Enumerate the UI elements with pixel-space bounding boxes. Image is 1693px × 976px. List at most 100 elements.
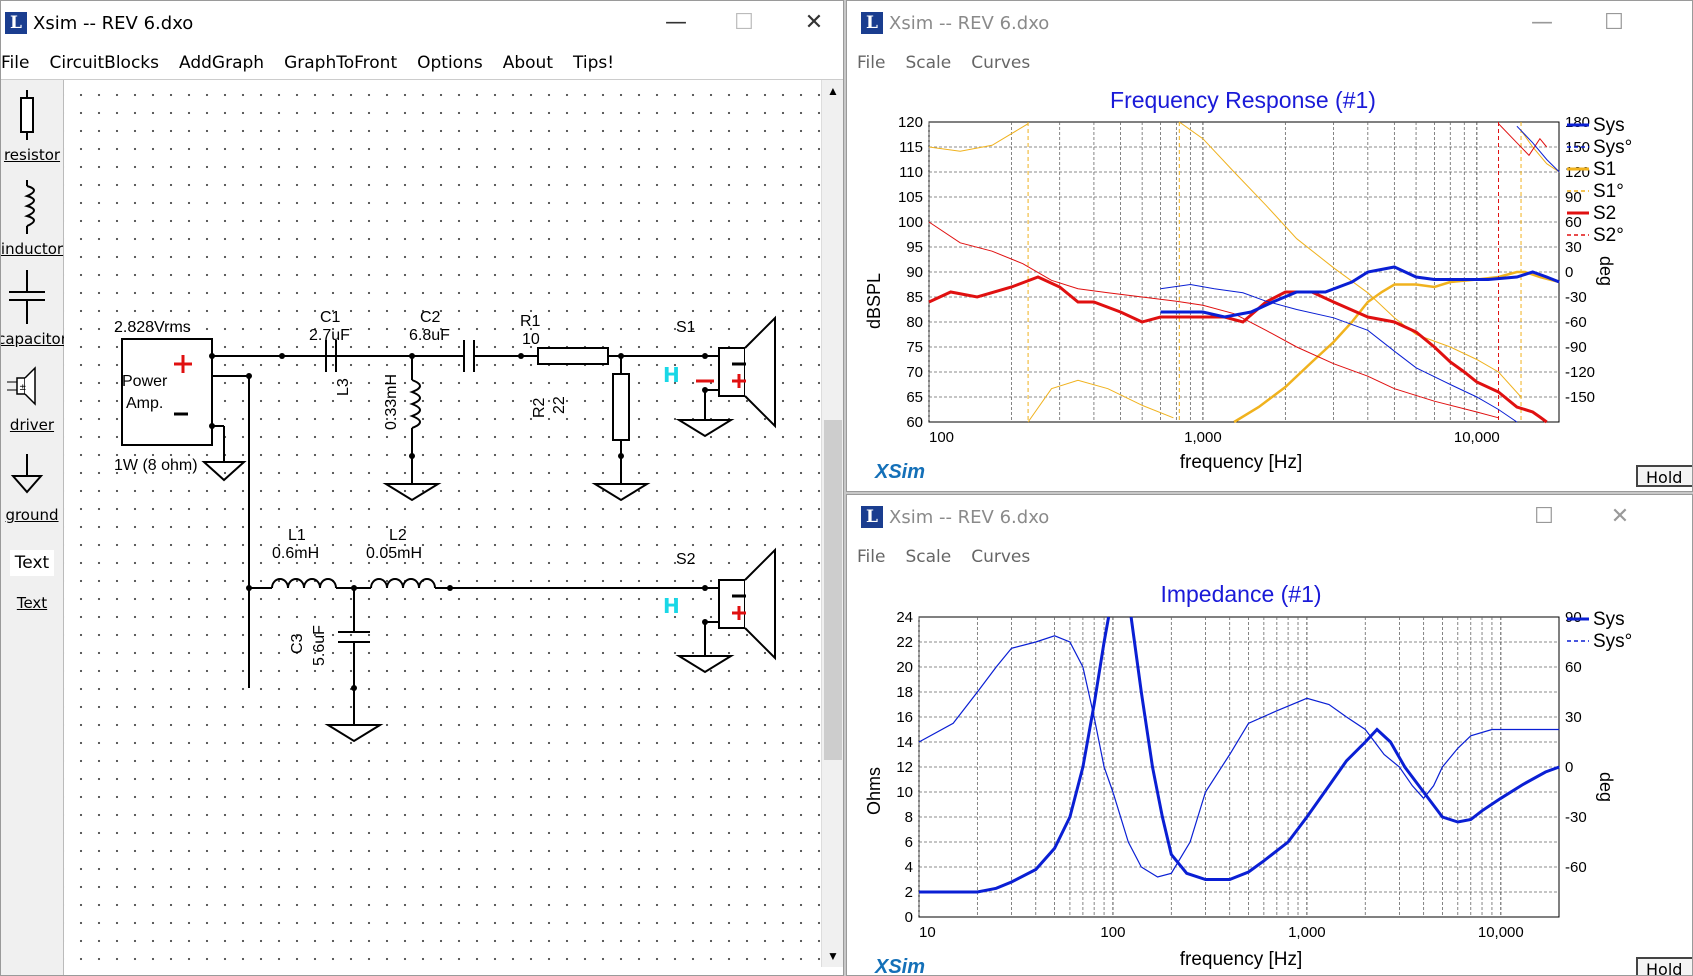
menu-addgraph[interactable]: AddGraph bbox=[179, 53, 265, 73]
c1-label: C1 bbox=[320, 309, 341, 326]
imp-close-button[interactable]: ✕ bbox=[1610, 504, 1630, 529]
fr-y2-tick: 90 bbox=[1565, 189, 1582, 206]
source-voltage-label: 2.828Vrms bbox=[114, 319, 191, 336]
tool-resistor[interactable]: resistor bbox=[1, 88, 63, 168]
scroll-thumb[interactable] bbox=[824, 420, 842, 760]
imp-menu-bar: File Scale Curves bbox=[847, 541, 1692, 573]
fr-y-tick: 105 bbox=[898, 189, 923, 206]
menu-tips[interactable]: Tips! bbox=[572, 53, 615, 73]
fr-y-tick: 75 bbox=[906, 339, 923, 356]
s2-magnitude bbox=[928, 275, 1548, 424]
imp-menu-curves[interactable]: Curves bbox=[971, 547, 1031, 567]
fr-menu-scale[interactable]: Scale bbox=[905, 53, 952, 73]
fr-hold-button[interactable]: Hold bbox=[1636, 465, 1692, 487]
maximize-button[interactable]: ☐ bbox=[734, 10, 754, 35]
imp-y-tick: 20 bbox=[896, 659, 913, 676]
imp-y-tick: 8 bbox=[905, 809, 913, 826]
fr-y-tick: 60 bbox=[906, 414, 923, 431]
tool-text-label: Text bbox=[16, 594, 48, 612]
fr-ylabel: dBSPL bbox=[864, 273, 884, 329]
fr-y-tick: 85 bbox=[906, 289, 923, 306]
scroll-up-arrow[interactable]: ▲ bbox=[827, 84, 839, 98]
menu-graphtofront[interactable]: GraphToFront bbox=[284, 53, 398, 73]
imp-x-tick: 1,000 bbox=[1288, 924, 1326, 941]
menu-circuitblocks[interactable]: CircuitBlocks bbox=[49, 53, 160, 73]
tool-text[interactable]: Text Text bbox=[1, 550, 63, 620]
imp-title-bar: L Xsim -- REV 6.dxo ☐ ✕ bbox=[847, 495, 1692, 541]
menu-file[interactable]: File bbox=[1, 53, 30, 73]
vertical-scrollbar[interactable]: ▲ ▼ bbox=[821, 80, 843, 967]
fr-xlabel: frequency [Hz] bbox=[1180, 452, 1303, 473]
c2-label: C2 bbox=[420, 309, 441, 326]
fr-y-tick: 110 bbox=[899, 164, 923, 181]
fr-menu-file[interactable]: File bbox=[857, 53, 886, 73]
imp-y2-tick: 30 bbox=[1565, 709, 1582, 726]
imp-x-tick: 10 bbox=[919, 924, 936, 941]
tool-resistor-label: resistor bbox=[3, 146, 61, 164]
imp-y-tick: 16 bbox=[896, 709, 913, 726]
r1-value: 10 bbox=[522, 331, 540, 348]
fr-y-tick: 120 bbox=[898, 114, 923, 131]
imp-y-tick: 10 bbox=[896, 784, 913, 801]
menu-options[interactable]: Options bbox=[417, 53, 483, 73]
fr-minimize-button[interactable]: — bbox=[1531, 10, 1553, 35]
imp-y2-tick: -30 bbox=[1565, 809, 1587, 826]
imp-y-tick: 14 bbox=[896, 734, 913, 751]
fr-menu-bar: File Scale Curves bbox=[847, 47, 1692, 79]
l3-value: 0.33mH bbox=[383, 374, 400, 430]
imp-window-title: Xsim -- REV 6.dxo bbox=[889, 507, 1050, 528]
imp-x-tick: 10,000 bbox=[1478, 924, 1524, 941]
tool-ground[interactable]: ground bbox=[1, 448, 63, 528]
imp-y2-tick: 0 bbox=[1565, 759, 1573, 776]
menu-about[interactable]: About bbox=[502, 53, 553, 73]
imp-hold-button[interactable]: Hold bbox=[1636, 957, 1692, 975]
fr-title-bar: L Xsim -- REV 6.dxo — ☐ bbox=[847, 1, 1692, 47]
r2-value: 22 bbox=[551, 396, 568, 414]
svg-text:±: ± bbox=[19, 383, 27, 393]
fr-menu-curves[interactable]: Curves bbox=[971, 53, 1031, 73]
imp-x-tick: 100 bbox=[1100, 924, 1125, 941]
minimize-button[interactable]: — bbox=[665, 10, 687, 35]
app-icon: L bbox=[861, 12, 883, 34]
imp-menu-scale[interactable]: Scale bbox=[905, 547, 952, 567]
fr-y2-tick: 120 bbox=[1565, 164, 1590, 181]
scroll-down-arrow[interactable]: ▼ bbox=[827, 949, 839, 963]
s2-phase bbox=[1498, 123, 1548, 157]
fr-y2-tick: 0 bbox=[1565, 264, 1573, 281]
l1-value: 0.6mH bbox=[272, 545, 319, 562]
imp-brand: XSim bbox=[874, 956, 925, 976]
inductor-icon bbox=[24, 180, 35, 234]
s1-magnitude bbox=[1233, 270, 1560, 424]
s1-phase bbox=[928, 123, 1029, 152]
r2-label: R2 bbox=[531, 397, 548, 418]
close-button[interactable]: ✕ bbox=[804, 10, 824, 35]
fr-curves bbox=[928, 121, 1560, 424]
tool-inductor[interactable]: inductor bbox=[1, 178, 63, 258]
fr-brand: XSim bbox=[874, 461, 925, 483]
tool-capacitor-label: capacitor bbox=[0, 330, 67, 348]
frequency-response-chart[interactable]: Frequency Response (#1) 1201151101051009… bbox=[847, 81, 1693, 491]
legend-entry: Sys bbox=[1593, 115, 1625, 136]
fr-y-tick: 115 bbox=[899, 139, 923, 156]
tool-driver[interactable]: ± driver bbox=[1, 358, 63, 438]
impedance-chart[interactable]: Impedance (#1) 2422201816141210864209060… bbox=[847, 575, 1693, 976]
fr-y2-tick: -30 bbox=[1565, 289, 1587, 306]
imp-menu-file[interactable]: File bbox=[857, 547, 886, 567]
l2-label: L2 bbox=[389, 527, 407, 544]
fr-y-tick: 100 bbox=[898, 214, 923, 231]
text-tool-preview: Text bbox=[10, 550, 54, 576]
fr-maximize-button[interactable]: ☐ bbox=[1604, 10, 1624, 35]
fr-grid bbox=[928, 122, 1559, 422]
imp-y-tick: 6 bbox=[905, 834, 913, 851]
s1-phase bbox=[1520, 130, 1560, 173]
fr-y2-tick: -90 bbox=[1565, 339, 1587, 356]
source-spec-label: 1W (8 ohm) bbox=[114, 457, 198, 474]
c3-label: C3 bbox=[289, 633, 306, 654]
imp-maximize-button[interactable]: ☐ bbox=[1534, 504, 1554, 529]
tool-capacitor[interactable]: capacitor bbox=[1, 268, 67, 348]
imp-y-tick: 18 bbox=[896, 684, 913, 701]
app-icon: L bbox=[5, 12, 27, 34]
